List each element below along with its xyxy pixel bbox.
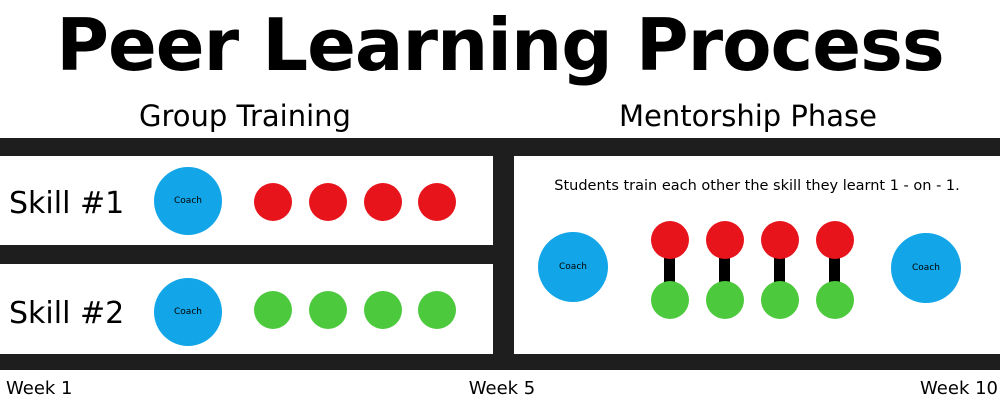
pair-1-red-student <box>651 221 689 259</box>
skill-2-coach-label: Coach <box>174 307 202 317</box>
skill-1-coach: Coach <box>154 167 222 235</box>
skill-2-student-2 <box>309 291 347 329</box>
skill-1-student-3 <box>364 183 402 221</box>
skill-2-student-1 <box>254 291 292 329</box>
mentorship-coach-left: Coach <box>538 232 608 302</box>
mentorship-coach-right: Coach <box>891 233 961 303</box>
pair-1-green-student <box>651 281 689 319</box>
timeline-end-label: Week 10 <box>920 378 998 399</box>
skill-1-lane: Skill #1 Coach <box>0 156 493 245</box>
pair-3-connector <box>774 248 785 298</box>
timeline-start-label: Week 1 <box>6 378 73 399</box>
pair-3-red-student <box>761 221 799 259</box>
skill-1-label: Skill #1 <box>9 186 125 221</box>
skill-2-lane: Skill #2 Coach <box>0 264 493 354</box>
skill-1-student-1 <box>254 183 292 221</box>
skill-1-student-2 <box>309 183 347 221</box>
pair-2-connector <box>719 248 730 298</box>
pair-2-red-student <box>706 221 744 259</box>
pair-4-connector <box>829 248 840 298</box>
mentorship-coach-right-label: Coach <box>912 263 940 273</box>
skill-2-coach: Coach <box>154 278 222 346</box>
skill-1-student-4 <box>418 183 456 221</box>
pair-4-green-student <box>816 281 854 319</box>
mentorship-description: Students train each other the skill they… <box>554 178 960 194</box>
pair-4-red-student <box>816 221 854 259</box>
phase-label-mentorship: Mentorship Phase <box>618 99 878 133</box>
pair-2-green-student <box>706 281 744 319</box>
skill-2-label: Skill #2 <box>9 296 125 331</box>
skill-2-student-3 <box>364 291 402 329</box>
mentorship-coach-left-label: Coach <box>559 262 587 272</box>
diagram-title: Peer Learning Process <box>56 3 945 87</box>
pair-1-connector <box>664 248 675 298</box>
skill-1-coach-label: Coach <box>174 196 202 206</box>
timeline-middle-label: Week 5 <box>468 378 536 399</box>
skill-2-student-4 <box>418 291 456 329</box>
pair-3-green-student <box>761 281 799 319</box>
phase-label-group-training: Group Training <box>139 99 351 133</box>
